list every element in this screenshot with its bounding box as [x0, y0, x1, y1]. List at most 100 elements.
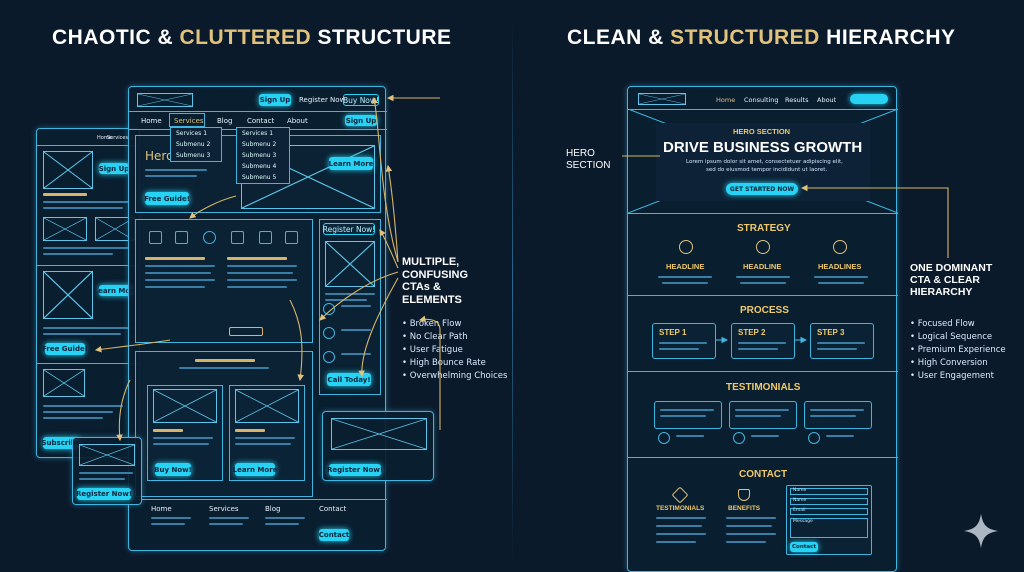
sidebar-image — [325, 241, 375, 287]
bullet-item: • No Clear Path — [402, 332, 468, 342]
dropdown-item[interactable]: Submenu 2 — [242, 141, 277, 148]
right-nav-consulting[interactable]: Consulting — [744, 96, 779, 104]
footer-home[interactable]: Home — [151, 505, 172, 513]
bullet-item: • Focused Flow — [910, 319, 975, 329]
back-learn-more-button[interactable]: Learn More — [93, 285, 139, 296]
back-image-5 — [43, 369, 85, 397]
form-contact-button[interactable]: Contact — [790, 542, 818, 552]
small-input-box[interactable] — [229, 327, 263, 336]
bullet-item: • User Engagement — [910, 371, 995, 381]
learn-more-button-2[interactable]: Learn More — [233, 463, 277, 476]
floating-card-right: Register Now! — [322, 411, 434, 481]
floating-register-button-right[interactable]: Register Now! — [326, 464, 384, 476]
dropdown-item[interactable]: Submenu 3 — [242, 152, 277, 159]
step-3-label: STEP 3 — [817, 328, 845, 337]
nav-blog[interactable]: Blog — [217, 117, 233, 125]
strategy-headline-3: HEADLINES — [818, 262, 862, 271]
footer-contact[interactable]: Contact — [319, 505, 347, 513]
hero-headline: DRIVE BUSINESS GROWTH — [663, 139, 863, 156]
form-name-field[interactable]: Name — [790, 488, 868, 495]
dropdown-item[interactable]: Services 1 — [176, 130, 208, 137]
hero-label: HERO SECTION — [733, 127, 791, 136]
user-avatar-icon — [658, 432, 670, 444]
step-2-label: STEP 2 — [738, 328, 766, 337]
right-nav-results[interactable]: Results — [785, 96, 809, 104]
floating-image-left — [79, 444, 135, 466]
back-image-4 — [43, 271, 93, 319]
bullet-item: • Broken Flow — [402, 319, 462, 329]
free-guide-button[interactable]: Free Guide! — [144, 192, 190, 205]
nav-contact[interactable]: Contact — [247, 117, 275, 125]
strategy-headline-1: HEADLINE — [666, 262, 705, 271]
right-title: CLEAN & STRUCTURED HIERARCHY — [567, 26, 956, 49]
right-nav-about[interactable]: About — [817, 96, 837, 104]
logo-placeholder — [137, 93, 193, 107]
right-nav-home[interactable]: Home — [716, 96, 736, 104]
floating-image-right — [331, 418, 427, 450]
buy-now-button[interactable]: Buy Now! — [154, 463, 192, 476]
feature-block — [135, 219, 313, 343]
call-today-button[interactable]: Call Today! — [327, 373, 371, 386]
back-free-guide-button[interactable]: Free Guide! — [42, 343, 88, 355]
contact-heading: CONTACT — [739, 469, 788, 480]
user-avatar-icon — [323, 327, 335, 339]
step-3-box — [810, 323, 874, 359]
back-image-1 — [43, 151, 93, 189]
shield-icon — [738, 489, 750, 501]
back-sign-up-button[interactable]: Sign Up — [98, 163, 130, 174]
hero-section-callout: HERO SECTION — [566, 148, 611, 171]
footer-blog[interactable]: Blog — [265, 505, 281, 513]
process-heading: PROCESS — [740, 305, 789, 316]
hero-subtext-1: Lorem ipsum dolor sit amet, consectetuer… — [686, 159, 843, 165]
bullet-item: • Overwhelming Choices — [402, 371, 508, 381]
header-buy-button[interactable]: Buy Now! — [342, 94, 380, 106]
product-image-2 — [235, 389, 299, 423]
dropdown-item[interactable]: Submenu 4 — [242, 163, 277, 170]
user-avatar-icon — [808, 432, 820, 444]
dropdown-item[interactable]: Submenu 2 — [176, 141, 211, 148]
monitor-icon — [259, 231, 272, 244]
footer-services[interactable]: Services — [209, 505, 239, 513]
back-nav-home[interactable]: Home — [97, 135, 112, 141]
services-dropdown-2[interactable]: Services 1 Submenu 2 Submenu 3 Submenu 4… — [236, 127, 290, 184]
brain-icon — [756, 240, 770, 254]
right-header-cta[interactable] — [850, 94, 888, 104]
user-avatar-icon — [323, 303, 335, 315]
nav-sign-up-button[interactable]: Sign Up — [345, 115, 377, 126]
services-dropdown[interactable]: Services 1 Submenu 2 Submenu 3 — [170, 127, 222, 162]
nav-home[interactable]: Home — [141, 117, 162, 125]
back-subscribe-button[interactable]: Subscribe — [41, 437, 81, 449]
form-name-field-2[interactable]: Name — [790, 498, 868, 505]
dropdown-item[interactable]: Submenu 3 — [176, 152, 211, 159]
form-email-field[interactable]: Email — [790, 508, 868, 515]
document-icon — [175, 231, 188, 244]
contact-testimonials-label: TESTIMONIALS — [656, 505, 705, 512]
dropdown-item[interactable]: Services 1 — [242, 130, 274, 137]
register-now-button[interactable]: Register Now! — [322, 223, 376, 235]
nav-services-highlight[interactable] — [169, 113, 205, 127]
bullet-item: • High Conversion — [910, 358, 988, 368]
dropdown-item[interactable]: Submenu 5 — [242, 174, 277, 181]
testimonials-heading: TESTIMONIALS — [726, 382, 801, 393]
get-started-button[interactable]: GET STARTED NOW — [726, 183, 798, 195]
bullet-item: • High Bounce Rate — [402, 358, 486, 368]
header-sign-up-button[interactable]: Sign Up — [259, 94, 291, 106]
user-avatar-icon — [733, 432, 745, 444]
learn-more-button[interactable]: Learn More — [329, 157, 373, 170]
back-wireframe-page: Home Services C Sign Up Learn More Free … — [36, 128, 141, 458]
form-message-field[interactable]: Message — [790, 518, 868, 538]
nav-about[interactable]: About — [287, 117, 308, 125]
left-bullets: • Broken Flow • No Clear Path • User Fat… — [402, 318, 507, 383]
floating-register-button-left[interactable]: Register Now! — [75, 488, 133, 500]
strategy-headline-2: HEADLINE — [743, 262, 782, 271]
header-register-link[interactable]: Register Now — [299, 96, 346, 104]
gear-icon — [679, 240, 693, 254]
left-callout-title: MULTIPLE, CONFUSING CTAs & ELEMENTS — [402, 256, 468, 306]
step-1-label: STEP 1 — [659, 328, 687, 337]
nav-services[interactable]: Services — [174, 117, 204, 125]
footer-contact-button[interactable]: Contact — [318, 529, 350, 541]
user-avatar-icon — [323, 351, 335, 363]
back-nav-services[interactable]: Services — [107, 135, 129, 141]
floating-card-left: Register Now! — [72, 437, 142, 505]
right-logo-placeholder — [638, 93, 686, 105]
